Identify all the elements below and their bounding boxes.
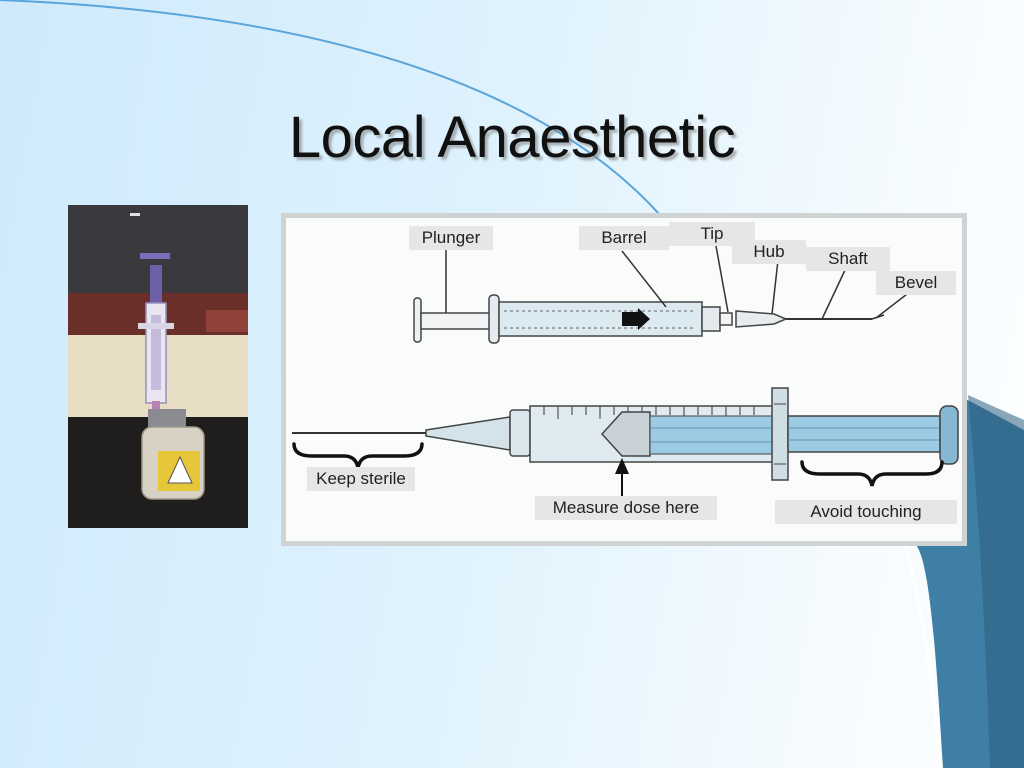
syringe-diagram: Plunger Barrel Tip Hub Shaft Bevel Keep …	[281, 213, 967, 546]
lower-syringe-drawing	[292, 387, 959, 481]
upper-leader-lines	[445, 245, 912, 320]
label-plunger: Plunger	[409, 226, 493, 250]
label-shaft: Shaft	[806, 247, 890, 271]
label-keep-sterile: Keep sterile	[307, 467, 415, 491]
label-bevel: Bevel	[876, 271, 956, 295]
label-hub: Hub	[732, 240, 806, 264]
slide-title: Local Anaesthetic	[288, 105, 736, 170]
syringe-vial-photo	[68, 205, 248, 528]
upper-syringe-drawing	[413, 294, 885, 344]
label-avoid-touching: Avoid touching	[775, 500, 957, 524]
label-measure-dose: Measure dose here	[535, 496, 717, 520]
label-barrel: Barrel	[579, 226, 669, 250]
